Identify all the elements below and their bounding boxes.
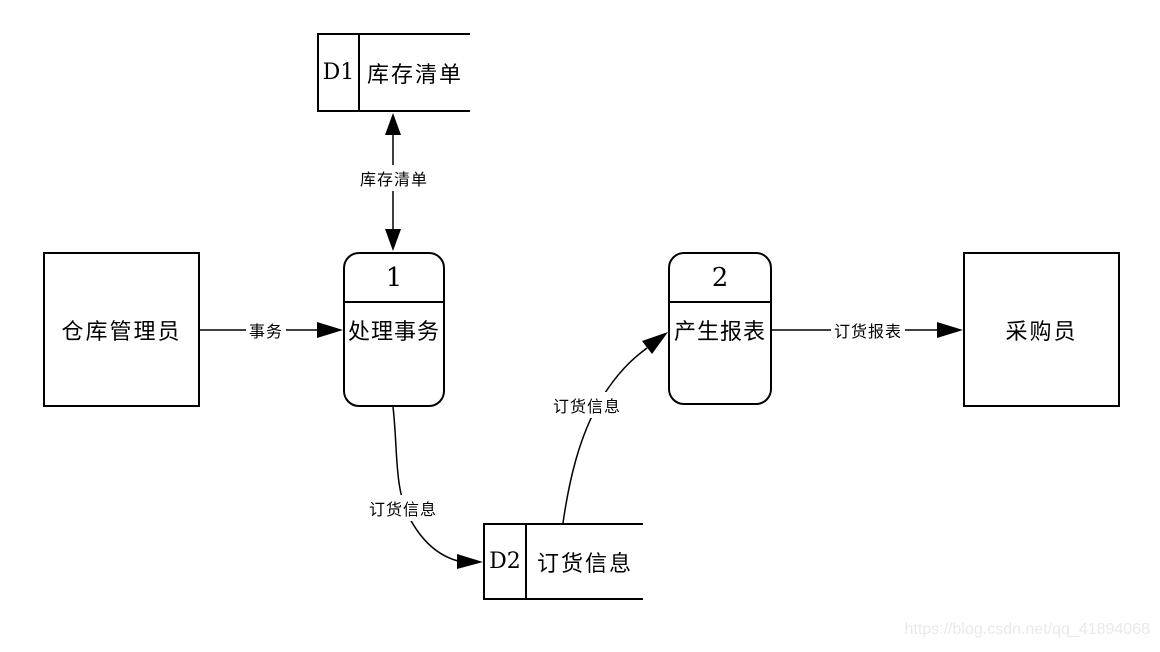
- flow-inventory-arrowhead-down-icon: [385, 229, 401, 251]
- flow-label-orderinfo-store: 订货信息: [365, 495, 441, 521]
- entity-purchaser-label: 采购员: [1005, 319, 1078, 345]
- process-1: 1 处理事务: [343, 252, 445, 407]
- datastore-d1-name: 库存清单: [366, 62, 463, 88]
- datastore-d1-id: D1: [319, 35, 360, 110]
- flow-orderinfo-process-curve: [562, 347, 648, 524]
- watermark-url: https://blog.csdn.net/qq_41894068: [904, 621, 1150, 638]
- process-1-number: 1: [345, 254, 443, 303]
- flow-orderinfo-store-arrowhead-icon: [457, 554, 483, 569]
- process-2: 2 产生报表: [668, 252, 772, 405]
- datastore-d2-id: D2: [485, 525, 527, 598]
- flow-label-orderinfo-process: 订货信息: [549, 392, 625, 418]
- flow-label-transaction: 事务: [245, 317, 287, 343]
- flow-orderinfo-process-arrowhead-icon: [642, 332, 668, 354]
- flow-label-inventory: 库存清单: [356, 165, 432, 191]
- flow-inventory-arrowhead-up-icon: [385, 113, 401, 135]
- datastore-d1: D1 库存清单: [317, 33, 470, 112]
- flow-label-order-report: 订货报表: [830, 317, 906, 343]
- process-1-label: 处理事务: [347, 320, 440, 345]
- flow-report-arrowhead-icon: [937, 322, 963, 338]
- datastore-d2-name: 订货信息: [536, 551, 633, 577]
- datastore-d2: D2 订货信息: [483, 523, 643, 600]
- entity-warehouse-manager-label: 仓库管理员: [61, 319, 182, 345]
- process-2-number: 2: [670, 254, 770, 303]
- entity-warehouse-manager: 仓库管理员: [43, 252, 200, 407]
- flow-transaction-arrowhead-icon: [317, 322, 343, 338]
- entity-purchaser: 采购员: [963, 252, 1120, 407]
- process-2-label: 产生报表: [673, 320, 766, 345]
- flow-orderinfo-store-curve: [392, 406, 459, 562]
